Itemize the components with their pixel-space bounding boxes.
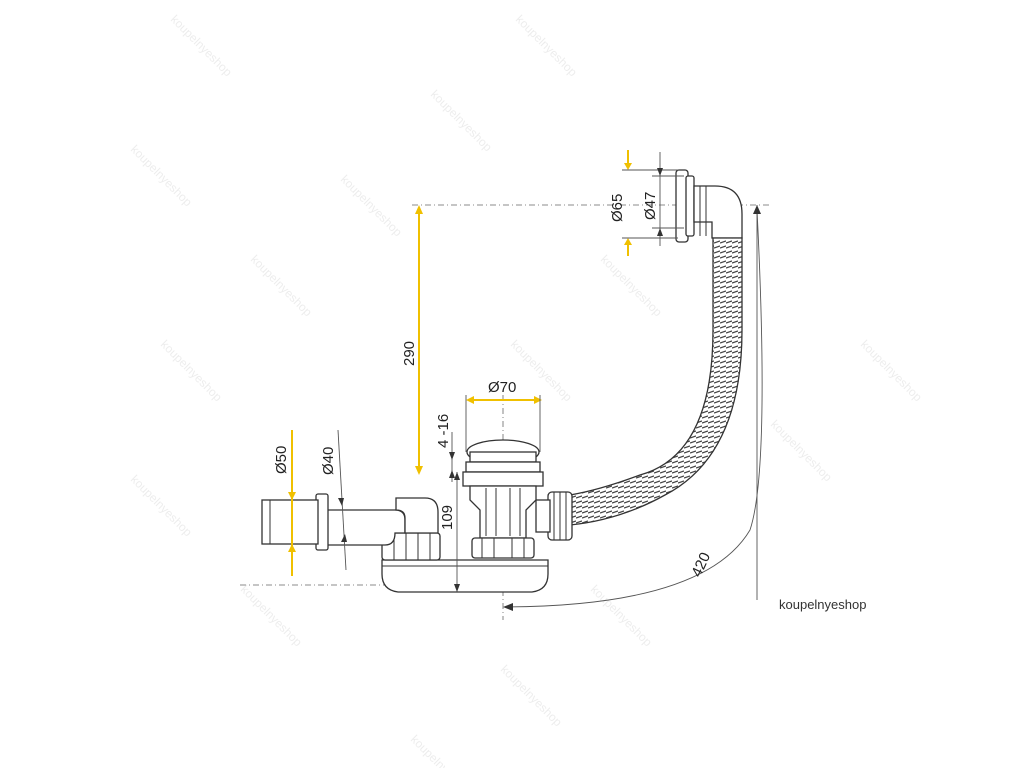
- dim-d65-arrowhead: [624, 238, 632, 245]
- watermark-layer: koupelnyeshop koupelnyeshop koupelnyesho…: [128, 12, 925, 768]
- outlet-pipe: [261, 493, 439, 551]
- watermark-text: koupelnyeshop: [858, 337, 925, 404]
- watermark-text: koupelnyeshop: [238, 582, 305, 649]
- trap-bowl: [381, 532, 549, 593]
- dim-4-16-arrowhead: [449, 452, 455, 460]
- watermark-text: koupelnyeshop: [513, 12, 580, 79]
- dim-d40-arrowhead: [338, 498, 344, 506]
- dim-d50-arrowhead: [288, 544, 296, 552]
- drain-housing: [469, 485, 537, 539]
- watermark-text: koupelnyeshop: [768, 417, 835, 484]
- drain-nut: [462, 471, 544, 487]
- watermark-text: koupelnyeshop: [588, 582, 655, 649]
- dim-d70-label: Ø70: [488, 379, 516, 396]
- dim-d47-arrowhead: [657, 168, 663, 176]
- watermark-text: koupelnyeshop: [128, 142, 195, 209]
- dim-290-label: 290: [401, 341, 418, 366]
- overflow-head: [675, 169, 743, 243]
- dim-d70-arrowhead: [466, 396, 474, 404]
- dim-d65-label: Ø65: [609, 194, 626, 222]
- dim-109-arrowhead: [454, 472, 460, 480]
- dim-4-16-label: 4 -16: [435, 414, 452, 448]
- dim-d40-arrowhead: [341, 534, 347, 542]
- watermark-text: koupelnyeshop: [598, 252, 665, 319]
- hose-connector: [535, 491, 573, 541]
- watermark-text: koupelnyeshop: [498, 662, 565, 729]
- hose-body: [569, 237, 743, 526]
- dim-109-label: 109: [439, 505, 456, 530]
- drain-lower-nut: [471, 537, 535, 559]
- watermark-text: koupelnyeshop: [248, 252, 315, 319]
- hose-spigot: [535, 499, 551, 533]
- trap-bowl-body: [381, 559, 549, 593]
- outlet-elbow: [324, 509, 406, 546]
- flexible-hose: [569, 237, 743, 526]
- dim-420-arc: [504, 209, 763, 608]
- outlet-spigot: [261, 499, 319, 545]
- outlet-bend: [395, 497, 439, 534]
- dim-d47-label: Ø47: [642, 192, 659, 220]
- dim-420-arrowhead: [503, 603, 513, 611]
- dim-d65-arrowhead: [624, 163, 632, 170]
- overflow-cover-rim: [685, 175, 695, 237]
- brand-label: koupelnyeshop: [779, 597, 867, 612]
- drain-body: [462, 439, 544, 559]
- watermark-text: koupelnyeshop: [338, 172, 405, 239]
- dim-290-arrowhead: [415, 205, 423, 214]
- dim-4-16-arrowhead: [449, 470, 455, 478]
- watermark-text: koupelnyeshop: [408, 732, 475, 768]
- watermark-text: koupelnyeshop: [158, 337, 225, 404]
- watermark-text: koupelnyeshop: [508, 337, 575, 404]
- dim-420-label: 420: [688, 550, 714, 580]
- drain-cap-skirt: [469, 451, 537, 463]
- dim-290-arrowhead: [415, 466, 423, 475]
- watermark-text: koupelnyeshop: [168, 12, 235, 79]
- dim-d50-arrowhead: [288, 492, 296, 500]
- dim-420-arrowhead: [753, 205, 761, 214]
- dim-109-arrowhead: [454, 584, 460, 592]
- watermark-text: koupelnyeshop: [428, 87, 495, 154]
- drain-flange: [465, 461, 541, 473]
- watermark-text: koupelnyeshop: [128, 472, 195, 539]
- overflow-elbow: [693, 185, 743, 239]
- dim-d40-label: Ø40: [320, 447, 337, 475]
- dimension-lines: Ø65 Ø47 290 Ø70 4 -16 109 Ø50: [273, 150, 763, 611]
- dim-d47-arrowhead: [657, 228, 663, 236]
- dim-d50-label: Ø50: [273, 446, 290, 474]
- dim-d70-arrowhead: [534, 396, 542, 404]
